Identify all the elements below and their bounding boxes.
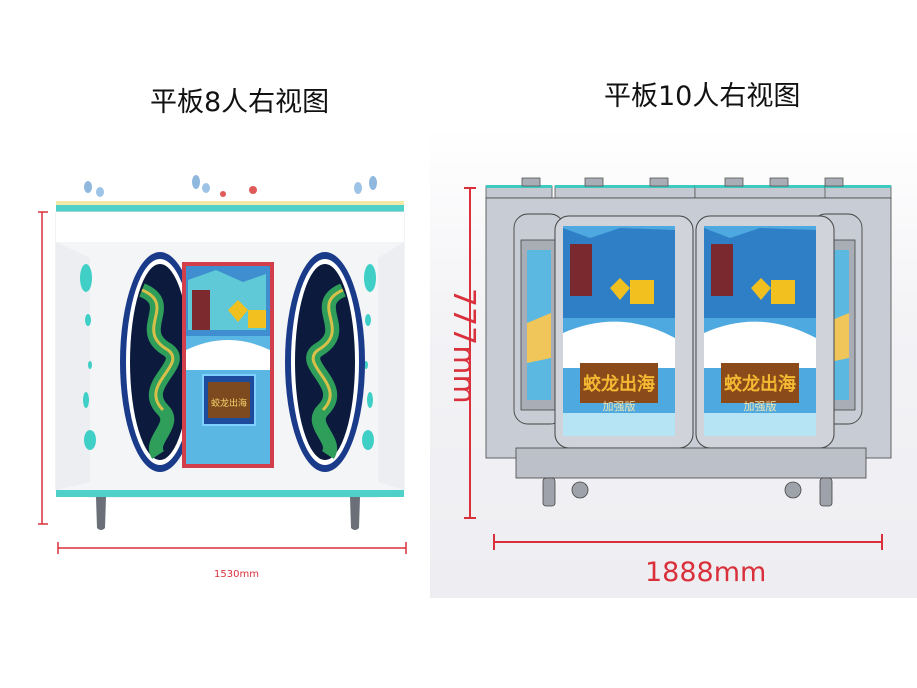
width-dimension-left — [57, 542, 407, 554]
game-screen-right-2: 蛟龙出海 加强版 — [695, 215, 835, 449]
dragon-panel-left — [120, 252, 200, 472]
game-screen-left: 蛟龙出海 — [182, 262, 274, 468]
screen-logo-right-2: 蛟龙出海 — [724, 373, 796, 395]
legs-left — [96, 497, 360, 530]
height-dimension-right — [464, 187, 476, 519]
cabinet-10p-view: 777mm 蛟龙出海 — [430, 128, 917, 598]
cabinet-10p-drawing: 777mm 蛟龙出海 — [446, 177, 892, 588]
wheels — [542, 477, 833, 507]
screen-logo-sub-right-2: 加强版 — [744, 399, 777, 413]
screen-logo-sub-right-1: 加强版 — [603, 399, 636, 413]
cabinet-base — [515, 447, 867, 479]
screen-logo-left: 蛟龙出海 — [211, 397, 247, 409]
cabinet-8p-drawing: 640mm — [38, 175, 407, 580]
screen-logo-right-1: 蛟龙出海 — [583, 373, 655, 395]
dragon-panel-right — [285, 252, 365, 472]
height-label-right: 777mm — [446, 288, 481, 404]
right-view-title: 平板10人右视图 — [604, 81, 801, 112]
width-dimension-right — [493, 534, 883, 550]
height-dimension-left — [38, 211, 48, 525]
cabinet-8p-view: 640mm — [38, 170, 423, 590]
side-screen-left — [520, 239, 558, 411]
decor-dots — [80, 264, 376, 450]
tabletop-trim — [56, 204, 404, 212]
left-view-title: 平板8人右视图 — [150, 87, 330, 118]
lid-tops — [485, 177, 892, 199]
bottom-trim — [56, 490, 404, 497]
game-screen-right-1: 蛟龙出海 加强版 — [554, 215, 694, 449]
width-label-left: 1530mm — [214, 569, 259, 580]
joystick-knobs — [84, 175, 377, 197]
width-label-right: 1888mm — [645, 557, 766, 588]
